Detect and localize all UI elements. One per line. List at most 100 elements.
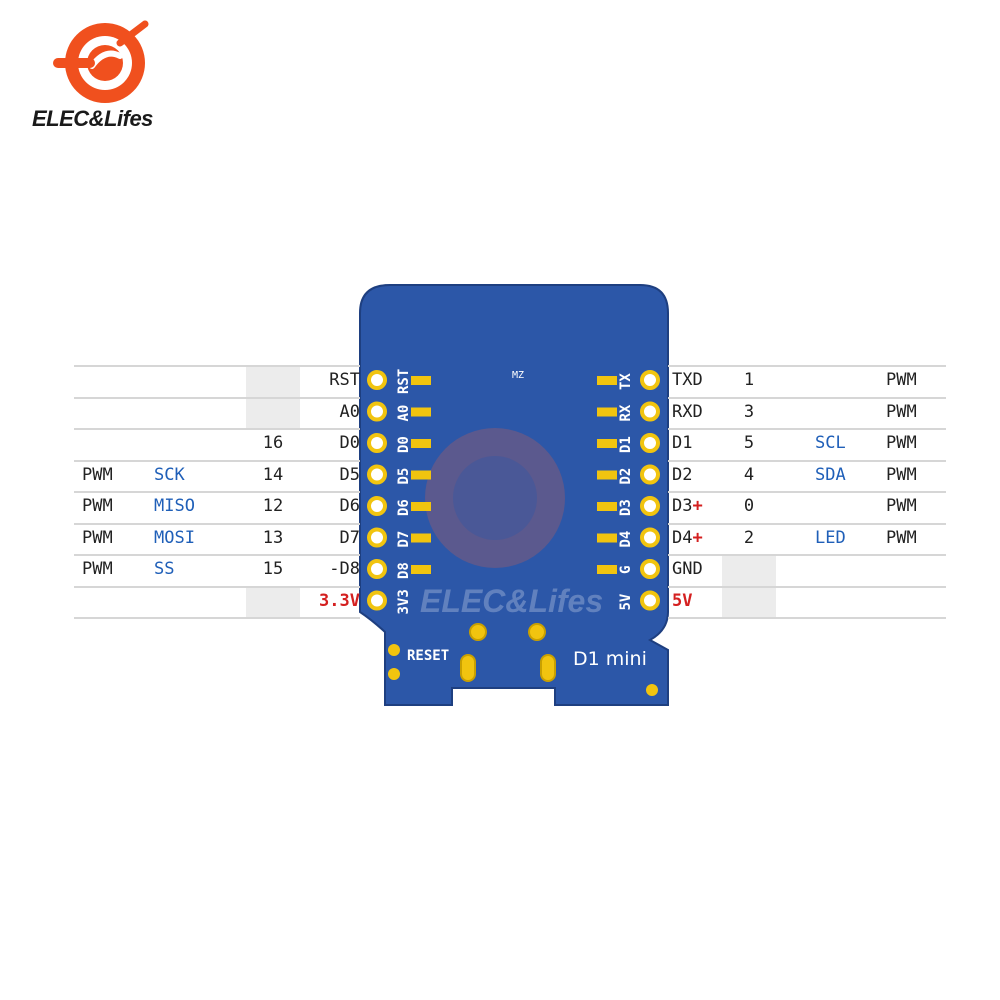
function-label: PWM — [82, 559, 113, 579]
test-pad — [528, 623, 546, 641]
function-label — [82, 586, 142, 616]
alt-function-label: SS — [154, 559, 175, 579]
watermark-logo-icon — [425, 428, 565, 568]
gpio-number: 2 — [743, 527, 755, 548]
silkscreen-label: D6 — [396, 499, 412, 516]
header-pin — [640, 433, 660, 453]
brand-logo: ELEC&Lifes — [20, 18, 190, 138]
smd-pad — [411, 439, 431, 448]
header-pin — [367, 559, 387, 579]
silkscreen-label: D5 — [396, 468, 412, 485]
pin-name: D1 — [672, 433, 693, 453]
function-label: PWM — [886, 496, 917, 516]
left-table-row — [74, 554, 360, 586]
pin-label: D5 — [339, 464, 360, 485]
header-pin — [640, 464, 660, 485]
function-label — [82, 397, 142, 427]
board-pcb — [359, 284, 669, 706]
header-pin — [640, 590, 660, 611]
gpio-number: 0 — [743, 496, 755, 516]
gpio-number: 1 — [743, 370, 755, 390]
silkscreen-label: RX — [618, 404, 634, 421]
right-table-row — [668, 396, 946, 429]
pin-label: -D8 — [329, 559, 360, 579]
pin-label: GND — [672, 554, 703, 584]
alt-function-label: SCL — [815, 433, 846, 453]
boot-marker: + — [692, 496, 703, 516]
gpio-number — [722, 586, 776, 616]
header-pin — [367, 496, 387, 516]
silkscreen-label: 5V — [618, 593, 634, 610]
silkscreen-label: D8 — [396, 562, 412, 579]
silkscreen-label: D4 — [618, 531, 634, 548]
board-watermark: ELEC&Lifes — [420, 583, 603, 619]
smd-pad — [597, 502, 617, 511]
gpio-number: 14 — [262, 464, 284, 485]
smd-pad — [411, 502, 431, 511]
silkscreen-label: 3V3 — [396, 589, 412, 614]
function-label: PWM — [82, 527, 113, 548]
alt-function-label: SDA — [815, 464, 846, 485]
function-label: PWM — [82, 464, 113, 485]
header-pin — [640, 401, 660, 422]
function-label: PWM — [82, 496, 113, 516]
header-pin — [367, 401, 387, 422]
silkscreen-label: G — [618, 566, 634, 574]
silkscreen-label: A0 — [396, 405, 412, 422]
alt-function-label — [154, 365, 234, 395]
alt-function-label — [815, 586, 875, 616]
function-label — [886, 586, 936, 616]
gpio-column-shade — [246, 585, 300, 617]
alt-function-label: SCK — [154, 464, 185, 485]
gpio-number — [246, 586, 300, 616]
smd-pad — [411, 407, 431, 417]
pin-name: TXD — [672, 370, 703, 390]
header-pin — [367, 433, 387, 453]
alt-function-label: MOSI — [154, 527, 195, 548]
left-table-row — [74, 522, 360, 555]
alt-function-label — [154, 586, 234, 616]
gpio-number: 12 — [262, 496, 284, 516]
function-label — [886, 554, 936, 584]
left-table-row — [74, 396, 360, 429]
silkscreen-label: RST — [396, 369, 412, 394]
pin-label: D3+ — [672, 491, 703, 521]
smd-pad — [411, 376, 431, 385]
left-table-row — [74, 491, 360, 523]
header-pin — [367, 370, 387, 390]
alt-function-label — [154, 428, 234, 458]
usb-pad — [460, 654, 476, 682]
smd-pad — [597, 407, 617, 417]
pin-label: A0 — [339, 401, 360, 422]
gpio-number: 5 — [743, 433, 755, 453]
function-label: PWM — [886, 464, 917, 485]
silkscreen-label: D1 — [618, 436, 634, 453]
smd-pad — [597, 565, 617, 574]
corner-pad — [646, 684, 658, 696]
header-pin — [640, 496, 660, 516]
header-pin — [640, 370, 660, 390]
left-table-row — [74, 459, 360, 492]
silkscreen-label: D2 — [618, 468, 634, 485]
reset-pad — [388, 644, 400, 656]
pin-name: D4 — [672, 527, 693, 548]
board-title: D1 mini — [573, 648, 647, 670]
pin-name: RXD — [672, 401, 703, 422]
board-marking: MZ — [512, 370, 524, 381]
gpio-number: 3 — [743, 401, 755, 422]
pin-name: D2 — [672, 464, 693, 485]
pin-label: 5V — [672, 586, 692, 616]
header-pin — [640, 559, 660, 579]
right-table-row — [668, 365, 946, 397]
pin-label: D4+ — [672, 523, 703, 553]
silkscreen-label: D3 — [618, 499, 634, 516]
header-pin — [367, 464, 387, 485]
smd-pad — [411, 533, 431, 543]
pin-label: D1 — [672, 428, 692, 458]
silkscreen-label: D0 — [396, 436, 412, 453]
gpio-number — [722, 554, 776, 584]
left-table-row — [74, 585, 360, 619]
function-label: PWM — [886, 433, 917, 453]
